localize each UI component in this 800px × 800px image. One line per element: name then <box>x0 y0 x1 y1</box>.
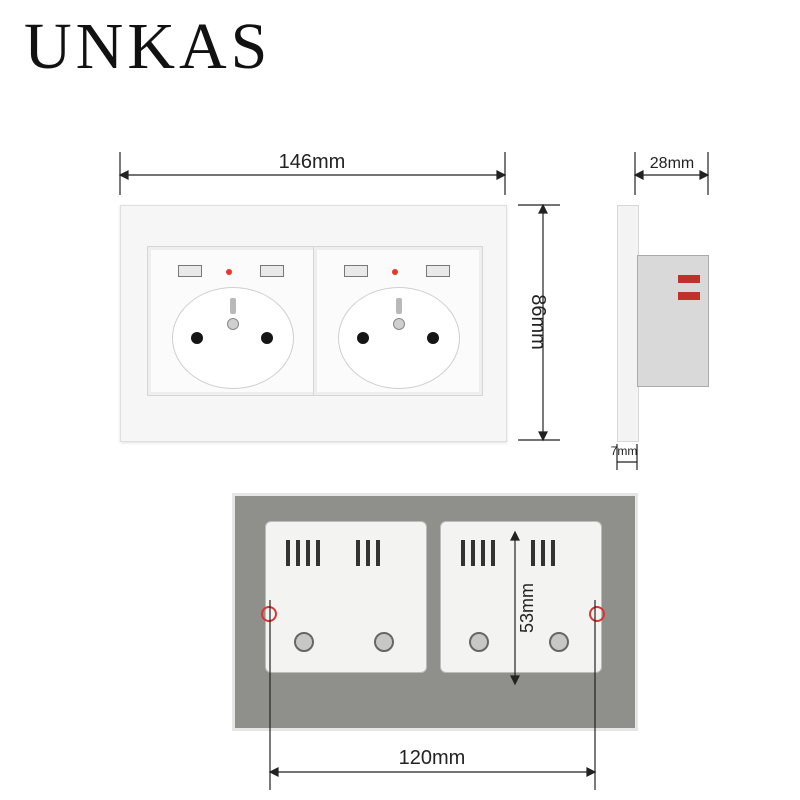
plate-thickness-label: 7mm <box>611 444 638 458</box>
terminal-screw-icon <box>549 632 569 652</box>
socket-face <box>172 287 294 389</box>
vent-slot-icon <box>541 540 545 566</box>
vent-slot-icon <box>316 540 320 566</box>
vent-slot-icon <box>491 540 495 566</box>
mounting-distance-label: 120mm <box>399 747 466 769</box>
height-label: 86mm <box>527 294 549 350</box>
width-label: 146mm <box>279 151 346 173</box>
earth-pin-icon <box>230 298 236 314</box>
vent-slot-icon <box>356 540 360 566</box>
terminal-screw-icon <box>469 632 489 652</box>
vent-slot-icon <box>366 540 370 566</box>
indicator-led <box>226 269 232 275</box>
side-view-indicator <box>678 292 700 300</box>
vent-slot-icon <box>481 540 485 566</box>
depth-label: 28mm <box>650 155 694 172</box>
vent-slot-icon <box>461 540 465 566</box>
usb-port-icon <box>344 265 368 277</box>
vent-slot-icon <box>531 540 535 566</box>
mounting-hole-icon <box>589 606 605 622</box>
vent-slot-icon <box>376 540 380 566</box>
socket-hole-icon <box>427 332 439 344</box>
usb-port-icon <box>178 265 202 277</box>
socket-frame-right <box>313 246 483 396</box>
indicator-led <box>392 269 398 275</box>
front-view <box>120 205 507 442</box>
socket-hole-icon <box>261 332 273 344</box>
mounting-hole-icon <box>261 606 277 622</box>
vent-slot-icon <box>306 540 310 566</box>
module-height-label: 53mm <box>517 583 537 633</box>
vent-slot-icon <box>296 540 300 566</box>
terminal-screw-icon <box>374 632 394 652</box>
vent-slot-icon <box>551 540 555 566</box>
socket-face <box>338 287 460 389</box>
vent-slot-icon <box>286 540 290 566</box>
usb-port-icon <box>260 265 284 277</box>
earth-pin-icon <box>396 298 402 314</box>
socket-hole-icon <box>191 332 203 344</box>
usb-port-icon <box>426 265 450 277</box>
screw-icon <box>393 318 405 330</box>
back-module-left <box>265 521 427 673</box>
terminal-screw-icon <box>294 632 314 652</box>
socket-frame-left <box>147 246 317 396</box>
socket-hole-icon <box>357 332 369 344</box>
brand-logo: UNKAS <box>24 10 272 83</box>
side-view-indicator <box>678 275 700 283</box>
back-view <box>232 493 638 731</box>
back-module-right <box>440 521 602 673</box>
vent-slot-icon <box>471 540 475 566</box>
screw-icon <box>227 318 239 330</box>
